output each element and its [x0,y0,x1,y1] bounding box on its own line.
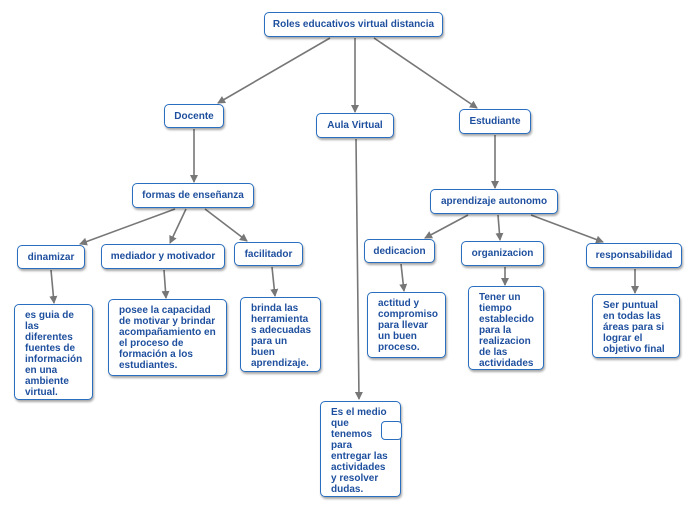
connector-arrow [495,214,504,241]
node-responsabilidad[interactable]: responsabilidad [586,243,682,268]
note-dinamizar[interactable]: es guia de las diferentes fuentes de inf… [14,304,93,400]
connector-arrow [424,214,469,239]
connector-arrow [169,208,187,244]
connector-arrow [354,138,363,400]
connector-arrow [49,269,58,304]
node-dinamizar[interactable]: dinamizar [17,245,85,269]
node-dedicacion[interactable]: dedicacion [364,239,435,263]
note-mediador[interactable]: posee la capacidad de motivar y brindar … [108,299,227,376]
connector-arrow [373,37,478,109]
node-aula-virtual[interactable]: Aula Virtual [316,113,394,138]
node-estudiante[interactable]: Estudiante [459,109,531,134]
node-organizacion[interactable]: organizacion [461,241,544,266]
connector-arrow [204,208,248,242]
node-docente[interactable]: Docente [164,104,224,128]
note-aula-virtual[interactable]: Es el medio que tenemos para entregar la… [320,401,401,497]
connector-arrow [217,37,331,104]
node-formas-de-ensenanza[interactable]: formas de enseñanza [132,183,254,208]
resize-handle[interactable] [381,421,402,440]
connector-arrow [530,214,604,244]
note-facilitador[interactable]: brinda las herramienta s adecuadas para … [240,297,321,372]
note-organizacion[interactable]: Tener un tiempo establecido para la real… [468,286,544,370]
node-root[interactable]: Roles educativos virtual distancia [264,12,443,37]
connector-arrow [79,208,176,246]
connector-arrow [399,263,408,292]
note-dedicacion[interactable]: actitud y compromiso para llevar un buen… [367,292,446,358]
node-mediador-y-motivador[interactable]: mediador y motivador [101,244,225,269]
connector-arrow [270,266,279,297]
note-responsabilidad[interactable]: Ser puntual en todas las áreas para si l… [592,294,680,358]
node-aprendizaje-autonomo[interactable]: aprendizaje autonomo [430,189,558,214]
node-facilitador[interactable]: facilitador [234,242,303,266]
connector-arrow [161,269,170,299]
